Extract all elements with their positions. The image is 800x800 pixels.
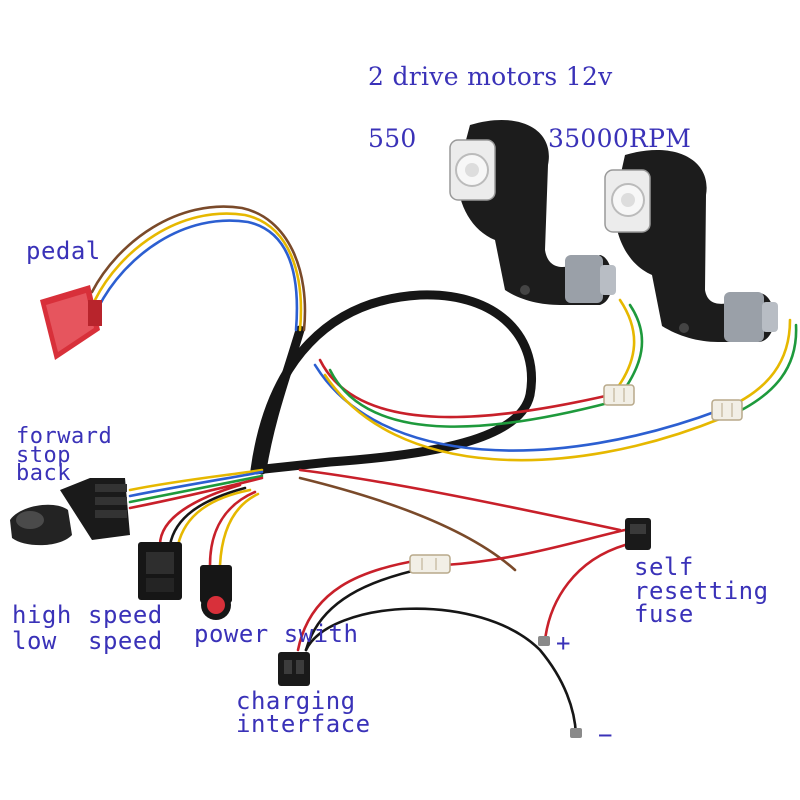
charging-label-line1: charging xyxy=(236,687,356,715)
cable-sheath-pedal xyxy=(257,325,305,475)
stop-label: stop xyxy=(16,443,71,468)
plus-label: + xyxy=(556,629,571,657)
minus-label: − xyxy=(598,721,613,749)
fuse-label-line1: self xyxy=(634,553,694,581)
fuse-label-line3: fuse xyxy=(634,600,694,628)
speed-switch xyxy=(138,542,182,600)
high-label: high xyxy=(12,601,72,629)
headline-line2-right: 35000RPM xyxy=(548,124,692,153)
motor-wires xyxy=(298,298,798,572)
speed-label-bottom: speed xyxy=(88,627,163,655)
motor-connector-left xyxy=(603,384,635,406)
headline-line2-left: 550 xyxy=(368,124,417,153)
back-label: back xyxy=(16,461,71,486)
motor-connector-right xyxy=(711,399,743,421)
terminal-negative xyxy=(570,728,582,738)
gear-shifter xyxy=(10,478,130,546)
power-switch xyxy=(200,565,232,620)
charging-interface-plug xyxy=(278,652,310,686)
forward-label: forward xyxy=(16,424,113,449)
headline-line1: 2 drive motors 12v xyxy=(368,62,613,91)
terminal-positive xyxy=(538,636,550,646)
charging-wires xyxy=(296,528,627,737)
drive-motor-left xyxy=(449,119,616,305)
switch-wires xyxy=(128,468,264,567)
power-switch-label: power swith xyxy=(194,620,359,648)
charging-label-line2: interface xyxy=(236,710,371,738)
speed-label-top: speed xyxy=(88,601,163,629)
pedal-label: pedal xyxy=(26,237,101,265)
pedal-switch xyxy=(40,285,102,360)
fuse-label-line2: resetting xyxy=(634,577,769,605)
low-label: low xyxy=(12,627,57,655)
pedal-wires xyxy=(90,205,307,332)
drive-motor-right xyxy=(604,149,778,342)
self-resetting-fuse xyxy=(625,518,651,550)
charging-inline-connector xyxy=(409,554,451,574)
